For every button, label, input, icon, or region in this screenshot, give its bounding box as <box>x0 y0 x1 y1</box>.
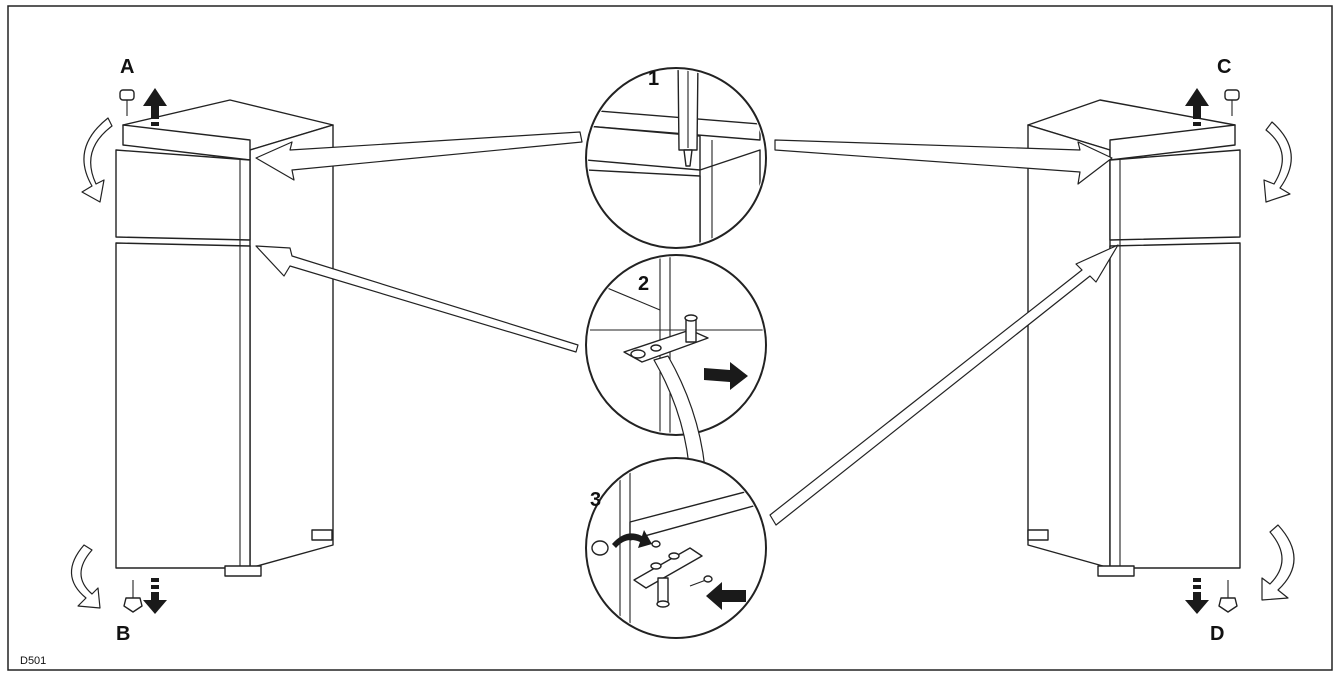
right-foot-front <box>1097 565 1135 577</box>
pointer-arrow-icon-2-left <box>255 245 579 353</box>
rotate-arrow-icon-left-top <box>81 117 113 203</box>
plug-cap <box>591 540 609 556</box>
label-a: A <box>120 56 134 78</box>
step-2-label: 2 <box>638 273 649 295</box>
pointer-arrow-icon-1-left <box>255 131 583 181</box>
right-foot-back <box>1027 529 1049 541</box>
step-3-label: 3 <box>590 489 601 511</box>
push-arrow-icon <box>706 582 746 610</box>
detail-circle-1 <box>585 67 767 249</box>
down-arrow-icon-b <box>143 578 167 614</box>
diagram-frame <box>7 5 1333 671</box>
step-1-label: 1 <box>648 68 659 90</box>
up-arrow-icon-c <box>1185 88 1209 126</box>
up-arrow-icon-a <box>143 88 167 126</box>
right-fridge-door <box>1109 242 1241 569</box>
left-foot-back <box>311 529 333 541</box>
detail-circle-3 <box>585 457 767 639</box>
rotate-arrow-icon-left-bottom <box>70 544 101 609</box>
label-d: D <box>1210 623 1224 645</box>
left-bottom-bolt <box>123 580 143 613</box>
label-c: C <box>1217 56 1231 78</box>
pointer-arrow-icon-3-right <box>769 244 1119 526</box>
left-top-pin <box>119 89 135 116</box>
right-freezer-door <box>1109 149 1241 241</box>
down-arrow-icon-d <box>1185 578 1209 614</box>
right-hinge-strip <box>1109 124 1236 161</box>
left-freezer-door <box>115 149 251 241</box>
left-fridge <box>115 99 334 577</box>
right-fridge-side <box>1027 124 1111 569</box>
label-b: B <box>116 623 130 645</box>
left-fridge-door <box>115 242 251 569</box>
left-fridge-side <box>249 124 334 569</box>
right-bottom-bolt <box>1218 580 1238 613</box>
left-foot-front <box>224 565 262 577</box>
figure-code: D501 <box>20 655 46 667</box>
detail-circle-2 <box>585 254 767 436</box>
pointer-arrow-icon-1-right <box>774 139 1113 185</box>
right-top-pin <box>1224 89 1240 116</box>
right-fridge <box>1027 99 1241 577</box>
small-arrow-icon <box>612 530 652 548</box>
rotate-arrow-icon-right-top <box>1263 121 1292 203</box>
rotate-arrow-icon-right-bottom <box>1261 524 1295 601</box>
